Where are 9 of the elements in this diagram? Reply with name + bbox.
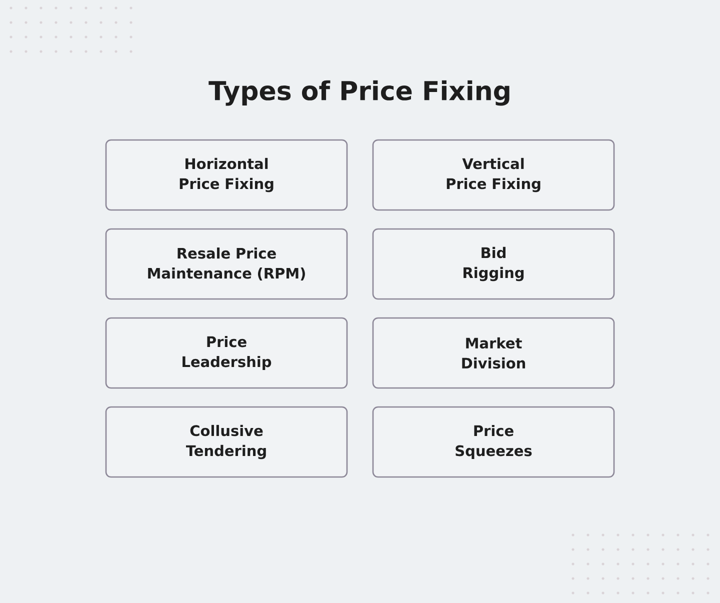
text-box: Price Leadership (105, 317, 348, 389)
text-box: Resale Price Maintenance (RPM) (105, 228, 348, 300)
text-box: Bid Rigging (372, 228, 615, 300)
title: Types of Price Fixing (208, 80, 510, 106)
text-box: Horizontal Price Fixing (105, 139, 348, 211)
text-box: Vertical Price Fixing (372, 139, 615, 211)
text-box: Price Squeezes (372, 406, 615, 478)
text-box: Collusive Tendering (105, 406, 348, 478)
text-box: Market Division (372, 317, 615, 389)
